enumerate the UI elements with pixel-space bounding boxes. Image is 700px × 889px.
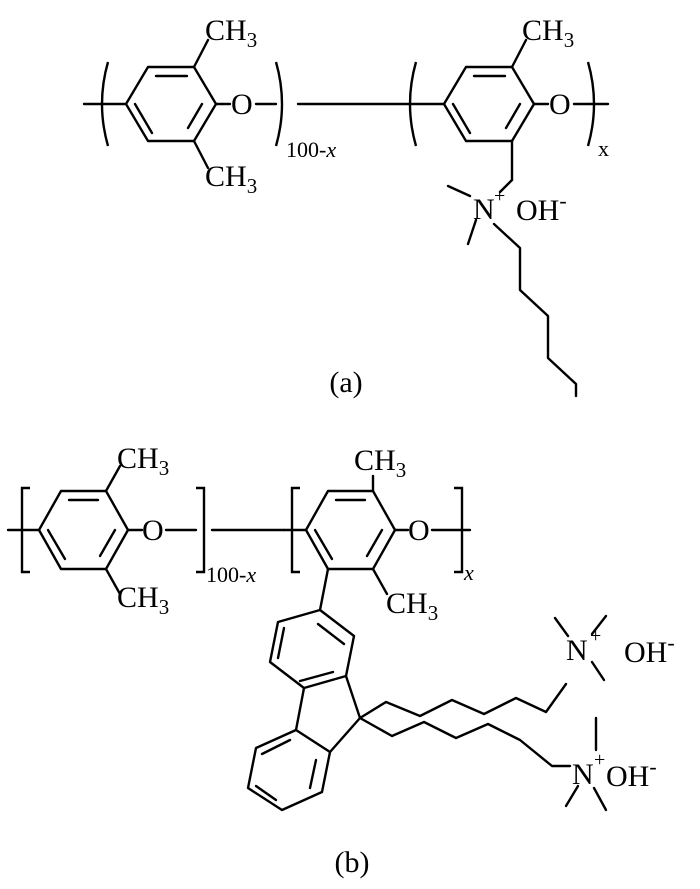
ring-b-left: [37, 489, 130, 571]
bracket-right-open: [408, 61, 418, 147]
bond-n-methyl-lower: [466, 218, 478, 246]
bracket-right-close: [586, 61, 596, 147]
hexyl-chain: [492, 222, 578, 398]
nitrogen-label: N: [566, 634, 588, 667]
ring-b-right: [304, 489, 397, 571]
caption-a: (a): [329, 366, 362, 399]
bond-methyl-bottom-left: [192, 139, 210, 170]
bond-methyl-bottom-right: [371, 567, 389, 596]
bond-methyl-top-left: [192, 38, 210, 69]
structure-b: CH3 CH3 O 100-x CH3 CH3 O x: [6, 442, 675, 879]
charge-label: +: [494, 185, 505, 207]
ch3-label: CH3: [386, 587, 438, 625]
charge-label: +: [594, 749, 605, 771]
bracket-left-close: [274, 61, 284, 147]
hexyl-chain-lower: [358, 716, 572, 768]
bracket-right-close: [454, 486, 464, 574]
counter-ion-label: OH-: [624, 630, 675, 669]
bond-n1-methyl-upper: [553, 616, 570, 638]
ch3-label: CH3: [117, 442, 169, 480]
bond-n1-methyl-right: [590, 614, 608, 636]
ch3-label: CH3: [205, 160, 257, 198]
repeat-subscript-right: x: [598, 136, 609, 161]
counter-ion-label: OH-: [516, 188, 567, 227]
ch3-label: CH3: [522, 14, 574, 52]
structure-a: CH3 CH3 O 100-x CH3 O x N + OH- (a): [82, 14, 610, 399]
charge-label: +: [590, 625, 601, 647]
fluorene-upper-ring: [268, 608, 356, 690]
hexyl-chain-upper: [358, 682, 568, 720]
bond-methyl-bottom-left: [104, 567, 122, 596]
ring-a-right: [442, 65, 536, 143]
fluorene-lower-ring: [246, 728, 332, 812]
oxygen-label: O: [408, 514, 430, 547]
bracket-left-open: [100, 61, 110, 147]
ring-a-left: [124, 65, 218, 143]
repeat-subscript-left: 100-x: [206, 562, 256, 587]
bond-fluorene-c9-upper: [344, 674, 362, 720]
bond-ch2-to-n: [498, 178, 514, 194]
bond-n2-methyl-lower-right: [592, 786, 608, 812]
repeat-subscript-right: x: [463, 560, 474, 585]
nitrogen-label: N: [473, 193, 495, 226]
bracket-left-close: [196, 486, 206, 574]
bond-n-methyl-upper: [446, 184, 472, 198]
oxygen-label: O: [231, 88, 253, 121]
counter-ion-label: OH-: [606, 754, 657, 793]
ch3-label: CH3: [117, 581, 169, 619]
bond-fluorene-bridge: [294, 686, 306, 732]
ch3-label: CH3: [205, 14, 257, 52]
ch3-label: CH3: [354, 444, 406, 482]
nitrogen-label: N: [572, 758, 594, 791]
caption-b: (b): [335, 846, 370, 879]
bond-methyl-top-left: [104, 464, 122, 493]
bracket-right-open: [290, 486, 300, 574]
bond-n2-methyl-lower-left: [564, 784, 580, 808]
bond-methyl-top-right: [510, 38, 528, 69]
bond-ring-to-fluorene: [318, 567, 330, 612]
bond-fluorene-c9-lower: [328, 716, 362, 754]
oxygen-label: O: [142, 514, 164, 547]
repeat-subscript-left: 100-x: [286, 137, 336, 162]
bracket-left-open: [20, 486, 30, 574]
bond-n1-methyl-lower: [590, 660, 606, 682]
oxygen-label: O: [549, 88, 571, 121]
